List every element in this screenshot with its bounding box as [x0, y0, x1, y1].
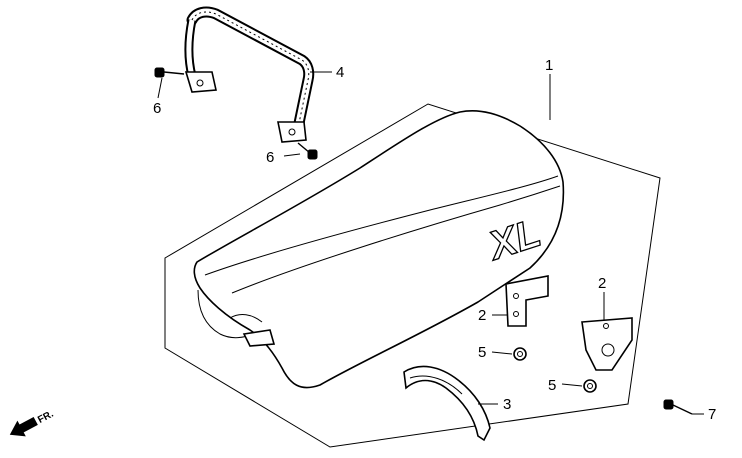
assembly-outline	[164, 103, 661, 448]
grab-rail	[184, 6, 315, 143]
callout-bolt-far-right: 7	[708, 406, 716, 423]
direction-marker: FR.	[9, 409, 56, 437]
seat: XL	[193, 109, 565, 389]
bolt-lower	[297, 142, 318, 160]
callout-bolt-upper: 6	[153, 100, 161, 117]
callout-bracket-top: 2	[478, 307, 486, 324]
seat-bracket-top	[505, 275, 549, 327]
nut-right	[583, 379, 597, 393]
callout-nut-middle: 5	[478, 344, 486, 361]
callout-strap: 3	[503, 396, 511, 413]
seat-bracket-right	[581, 317, 633, 371]
callout-nut-right: 5	[548, 377, 556, 394]
callout-bolt-lower: 6	[266, 149, 274, 166]
direction-marker-label: FR.	[36, 409, 56, 426]
callout-grab-rail: 4	[336, 64, 344, 81]
bolt-far-right	[663, 399, 693, 415]
nut-middle	[513, 347, 527, 361]
callout-seat: 1	[545, 57, 553, 74]
seat-strap	[403, 365, 491, 442]
callout-bracket-right: 2	[598, 275, 606, 292]
bolt-upper	[154, 67, 185, 78]
